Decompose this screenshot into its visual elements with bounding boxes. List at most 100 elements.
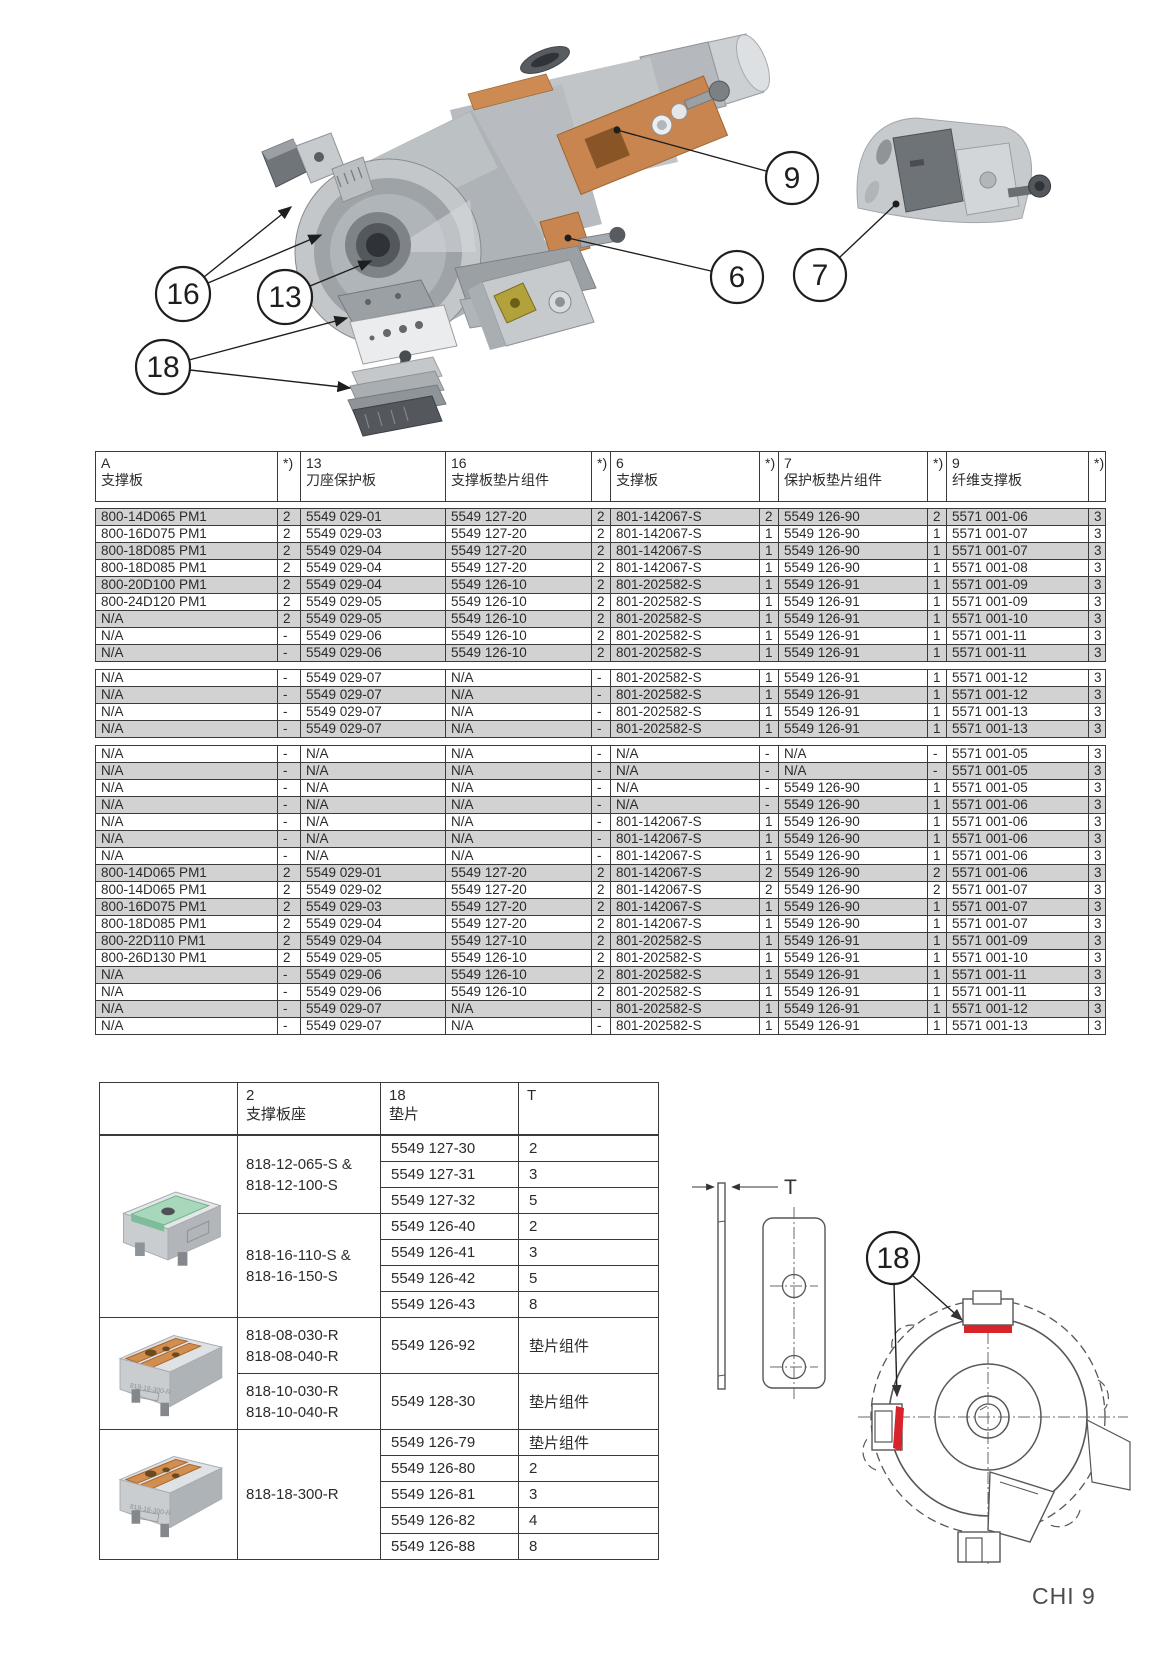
parts-table-cell: N/A — [95, 745, 278, 763]
parts-table-cell: - — [591, 669, 611, 687]
shim-table: 2 支撑板座 18 垫片 T — [99, 1082, 659, 1135]
parts-table-cell: N/A — [95, 720, 278, 738]
parts-table-cell: N/A — [445, 703, 592, 721]
parts-table-cell: 1 — [759, 830, 779, 848]
parts-table-cell: 801-202582-S — [610, 686, 760, 704]
pad-shim-kit-parts — [261, 132, 374, 203]
parts-table-cell: 5549 127-20 — [445, 525, 592, 543]
parts-table-cell: 1 — [759, 593, 779, 611]
parts-table-cell: N/A — [95, 762, 278, 780]
parts-table-cell: 3 — [1088, 644, 1106, 662]
parts-table-cell: 800-18D085 PM1 — [95, 915, 278, 933]
shim-header-shim: 18 垫片 — [380, 1082, 519, 1135]
parts-table-cell: - — [277, 966, 301, 984]
parts-table-cell: 5549 126-91 — [778, 576, 928, 594]
parts-table-cell: 5549 029-03 — [300, 525, 446, 543]
parts-table-cell: 5571 001-06 — [946, 508, 1089, 526]
parts-table-cell: - — [591, 703, 611, 721]
parts-table-cell: 5571 001-09 — [946, 593, 1089, 611]
parts-table-cell: 2 — [277, 508, 301, 526]
parts-table-cell: 5571 001-06 — [946, 830, 1089, 848]
parts-table-cell: - — [277, 762, 301, 780]
cartridge-pocket-strip — [467, 73, 554, 111]
callout-16-label: 16 — [166, 278, 199, 311]
parts-table-cell: 801-202582-S — [610, 610, 760, 628]
parts-table-cell: 1 — [927, 542, 947, 560]
protection-plate-pocket — [556, 75, 730, 196]
parts-table-cell: 5571 001-10 — [946, 610, 1089, 628]
parts-table-cell: 801-142067-S — [610, 898, 760, 916]
parts-table-cell: 5549 126-91 — [778, 966, 928, 984]
parts-table-cell: 5549 126-90 — [778, 898, 928, 916]
cutter-face-view — [858, 1290, 1131, 1564]
part-image-cell — [99, 1135, 238, 1318]
parts-table-cell: 5549 029-07 — [300, 686, 446, 704]
parts-table-cell: 2 — [591, 593, 611, 611]
shim-part-number: 5549 128-30 — [380, 1373, 519, 1430]
parts-table-cell: 5549 029-03 — [300, 898, 446, 916]
parts-table-cell: - — [277, 745, 301, 763]
parts-table-cell: 5549 126-10 — [445, 966, 592, 984]
parts-table-cell: 3 — [1088, 881, 1106, 899]
parts-table-cell: 5571 001-11 — [946, 644, 1089, 662]
parts-table-cell: N/A — [445, 669, 592, 687]
parts-table-cell: 801-202582-S — [610, 576, 760, 594]
parts-table-cell: - — [591, 830, 611, 848]
parts-table-cell: - — [277, 1017, 301, 1035]
shim-highlight-top — [964, 1325, 1012, 1333]
protection-plate — [892, 128, 964, 213]
parts-table-cell: 5549 126-91 — [778, 593, 928, 611]
parts-table-cell: 801-142067-S — [610, 864, 760, 882]
group-gap — [95, 661, 1106, 670]
parts-table-cell: 3 — [1088, 983, 1106, 1001]
parts-table-cell: 2 — [277, 542, 301, 560]
parts-table-cell: 5549 029-04 — [300, 559, 446, 577]
parts-table-cell: 2 — [277, 610, 301, 628]
parts-table-cell: - — [277, 686, 301, 704]
parts-table-cell: 1 — [759, 949, 779, 967]
shim-thickness: 8 — [518, 1533, 659, 1560]
parts-table-cell: 5571 001-12 — [946, 1000, 1089, 1018]
parts-table-cell: 2 — [591, 525, 611, 543]
parts-table-cell: N/A — [445, 1000, 592, 1018]
parts-table-cell: 1 — [927, 779, 947, 797]
parts-table-cell: - — [277, 983, 301, 1001]
parts-table-cell: - — [591, 779, 611, 797]
parts-table-cell: 5571 001-13 — [946, 1017, 1089, 1035]
parts-table-cell: 1 — [759, 559, 779, 577]
parts-table-cell: 801-142067-S — [610, 813, 760, 831]
parts-table-cell: 5549 029-02 — [300, 881, 446, 899]
parts-table-cell: 5549 029-01 — [300, 508, 446, 526]
callout-13: 13 — [256, 268, 314, 326]
parts-table-cell: 5549 126-10 — [445, 576, 592, 594]
parts-table-cell: N/A — [445, 762, 592, 780]
shim-thickness: 8 — [518, 1291, 659, 1318]
parts-table-cell: - — [591, 796, 611, 814]
parts-table-cell: 3 — [1088, 932, 1106, 950]
parts-table-cell: 800-26D130 PM1 — [95, 949, 278, 967]
parts-table-cell: 1 — [759, 610, 779, 628]
seat-col-code: 2 — [246, 1087, 255, 1104]
parts-table-cell: - — [277, 669, 301, 687]
parts-table-cell: 1 — [759, 966, 779, 984]
parts-table-cell: - — [277, 779, 301, 797]
parts-table-cell: N/A — [445, 847, 592, 865]
parts-table-cell: 800-20D100 PM1 — [95, 576, 278, 594]
parts-table-cell: 2 — [927, 508, 947, 526]
